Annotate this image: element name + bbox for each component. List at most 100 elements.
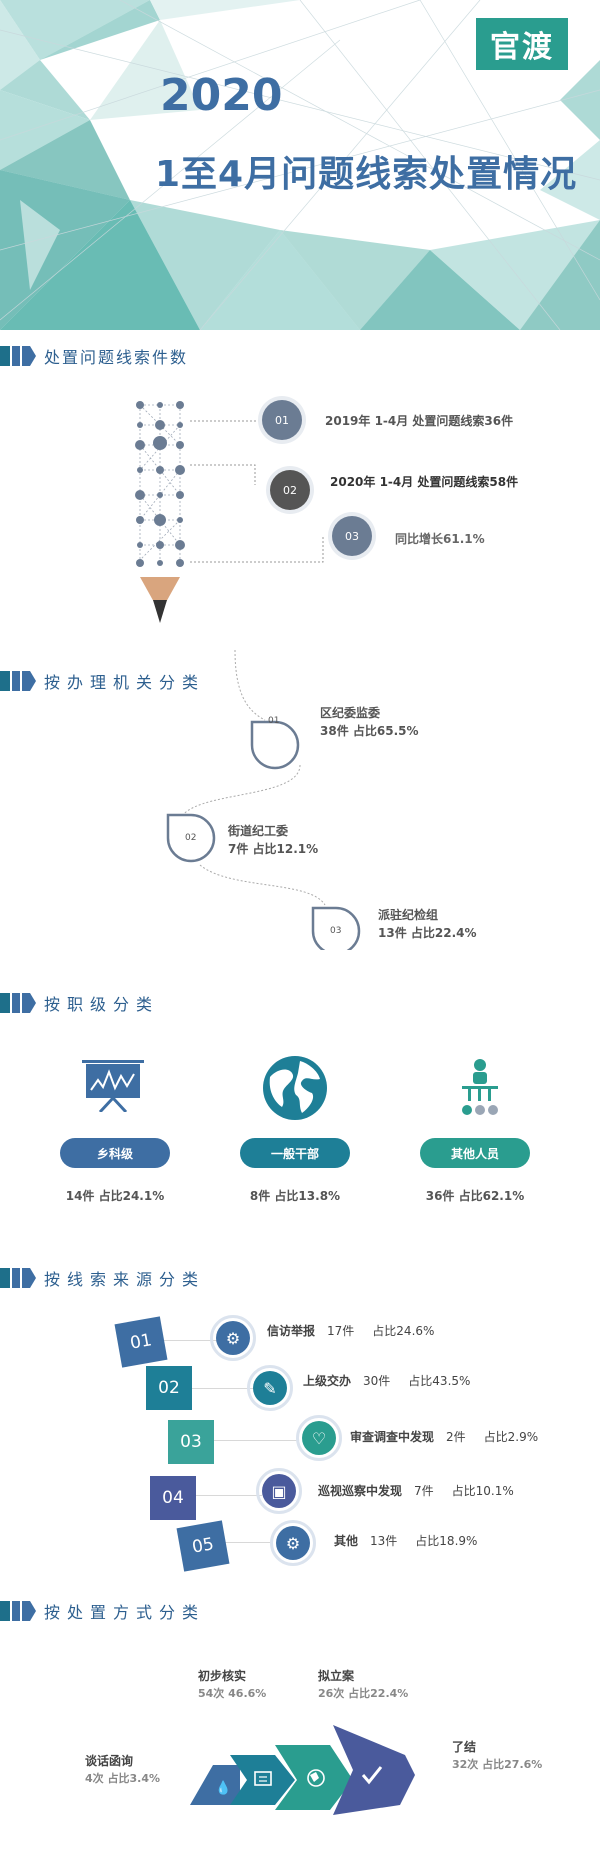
source-connector xyxy=(190,1388,255,1389)
agency-number-01: 01 xyxy=(268,716,280,726)
source-number-01: 01 xyxy=(114,1316,168,1368)
agency-number-03: 03 xyxy=(330,926,342,936)
source-pct: 占比10.1% xyxy=(451,1484,514,1498)
source-number-04: 04 xyxy=(150,1476,196,1520)
rank-pill-03: 其他人员 xyxy=(420,1138,530,1168)
method-name: 了结 xyxy=(452,1740,477,1754)
section-marker-icon xyxy=(0,346,36,366)
agency-item-03: 派驻纪检组 13件 占比22.4% xyxy=(378,906,477,942)
agency-path xyxy=(166,650,361,950)
source-pct: 占比24.6% xyxy=(372,1324,435,1338)
method-item-03: 拟立案 26次 占比22.4% xyxy=(318,1667,408,1703)
rank-stat-03: 36件 占比62.1% xyxy=(425,1189,525,1203)
source-pct: 占比18.9% xyxy=(415,1534,478,1548)
source-icon-ring-01: ⚙ xyxy=(210,1315,256,1361)
gear-icon: ⚙ xyxy=(216,1321,250,1355)
screen-icon: ▣ xyxy=(262,1474,296,1508)
section-header-source: 按线索来源分类 xyxy=(0,1265,205,1291)
count-text-02: 2020年 1-4月 处置问题线索58件 xyxy=(330,475,519,489)
count-text-03: 同比增长61.1% xyxy=(395,532,485,546)
source-pct: 占比2.9% xyxy=(483,1430,539,1444)
agency-stat: 13件 占比22.4% xyxy=(378,926,477,940)
source-connector xyxy=(212,1440,297,1441)
presentation-chart-icon xyxy=(82,1060,144,1112)
section-header-method: 按处置方式分类 xyxy=(0,1598,205,1624)
organization-icon xyxy=(462,1059,498,1115)
globe-icon xyxy=(307,1769,325,1787)
source-row-03: 审查调查中发现 2件 占比2.9% xyxy=(350,1428,556,1445)
section-marker-icon xyxy=(0,1601,36,1621)
count-number-03: 03 xyxy=(332,516,372,556)
source-icon-ring-04: ▣ xyxy=(256,1468,302,1514)
source-count: 17件 xyxy=(327,1324,355,1338)
method-stat: 32次 占比27.6% xyxy=(452,1758,543,1771)
section-marker-icon xyxy=(0,671,36,691)
source-name: 上级交办 xyxy=(303,1374,352,1388)
section-header-agency: 按办理机关分类 xyxy=(0,668,205,694)
drops-icon: 💧 xyxy=(215,1780,231,1796)
gear-icon: ⚙ xyxy=(276,1526,310,1560)
count-connectors xyxy=(190,420,324,563)
method-stat: 4次 占比3.4% xyxy=(85,1772,160,1785)
rank-pill-01: 乡科级 xyxy=(60,1138,170,1168)
rank-pill-02: 一般干部 xyxy=(240,1138,350,1168)
source-count: 30件 xyxy=(363,1374,391,1388)
header-banner: 官渡 2020 1至4月问题线索处置情况 xyxy=(0,0,600,330)
heart-icon: ♡ xyxy=(302,1421,336,1455)
agency-name: 街道纪工委 xyxy=(228,824,289,838)
source-icon-ring-03: ♡ xyxy=(296,1415,342,1461)
method-item-01: 谈话函询 4次 占比3.4% xyxy=(85,1752,160,1788)
source-number-02: 02 xyxy=(146,1366,192,1410)
source-icon-ring-02: ✎ xyxy=(247,1365,293,1411)
source-row-01: 信访举报 17件 占比24.6% xyxy=(267,1322,452,1339)
section-title-source: 按线索来源分类 xyxy=(44,1270,206,1289)
pencil-network-icon xyxy=(135,401,185,623)
agency-number-02: 02 xyxy=(185,833,197,843)
section-title-agency: 按办理机关分类 xyxy=(44,673,206,692)
method-stat: 26次 占比22.4% xyxy=(318,1687,409,1700)
source-connector xyxy=(192,1495,262,1496)
method-item-04: 了结 32次 占比27.6% xyxy=(452,1738,542,1774)
agency-stat: 7件 占比12.1% xyxy=(228,842,319,856)
method-stat: 54次 46.6% xyxy=(198,1687,267,1700)
agency-name: 派驻纪检组 xyxy=(378,908,439,922)
source-connector xyxy=(160,1340,220,1341)
source-name: 巡视巡察中发现 xyxy=(318,1484,403,1498)
source-icon-ring-05: ⚙ xyxy=(270,1520,316,1566)
section-marker-icon xyxy=(0,993,36,1013)
section-marker-icon xyxy=(0,1268,36,1288)
source-row-02: 上级交办 30件 占比43.5% xyxy=(303,1372,488,1389)
rank-stat-01: 14件 占比24.1% xyxy=(65,1189,165,1203)
count-number-01: 01 xyxy=(262,400,302,440)
source-pct: 占比43.5% xyxy=(408,1374,471,1388)
source-name: 信访举报 xyxy=(267,1324,316,1338)
check-icon xyxy=(361,1766,383,1785)
header-year: 2020 xyxy=(160,70,283,121)
brand-badge: 官渡 xyxy=(476,18,568,70)
method-arrows: 💧 xyxy=(190,1725,415,1815)
section-header-rank: 按职级分类 xyxy=(0,990,159,1016)
section-header-count: 处置问题线索件数 xyxy=(0,343,188,369)
source-count: 13件 xyxy=(370,1534,398,1548)
source-count: 2件 xyxy=(446,1430,466,1444)
document-icon xyxy=(254,1771,272,1786)
source-connector xyxy=(222,1542,270,1543)
method-name: 拟立案 xyxy=(318,1669,355,1683)
source-name: 审查调查中发现 xyxy=(350,1430,435,1444)
method-name: 初步核实 xyxy=(198,1669,247,1683)
rank-stat-02: 8件 占比13.8% xyxy=(249,1189,341,1203)
globe-icon xyxy=(263,1056,327,1120)
section-title-method: 按处置方式分类 xyxy=(44,1603,206,1622)
pencil-icon: ✎ xyxy=(253,1371,287,1405)
agency-stat: 38件 占比65.5% xyxy=(320,724,419,738)
count-number-02: 02 xyxy=(270,470,310,510)
count-text-01: 2019年 1-4月 处置问题线索36件 xyxy=(325,414,514,428)
agency-item-01: 区纪委监委 38件 占比65.5% xyxy=(320,704,419,740)
page-title: 1至4月问题线索处置情况 xyxy=(155,154,578,195)
agency-name: 区纪委监委 xyxy=(320,706,381,720)
section-title-count: 处置问题线索件数 xyxy=(44,348,189,367)
source-number-03: 03 xyxy=(168,1420,214,1464)
